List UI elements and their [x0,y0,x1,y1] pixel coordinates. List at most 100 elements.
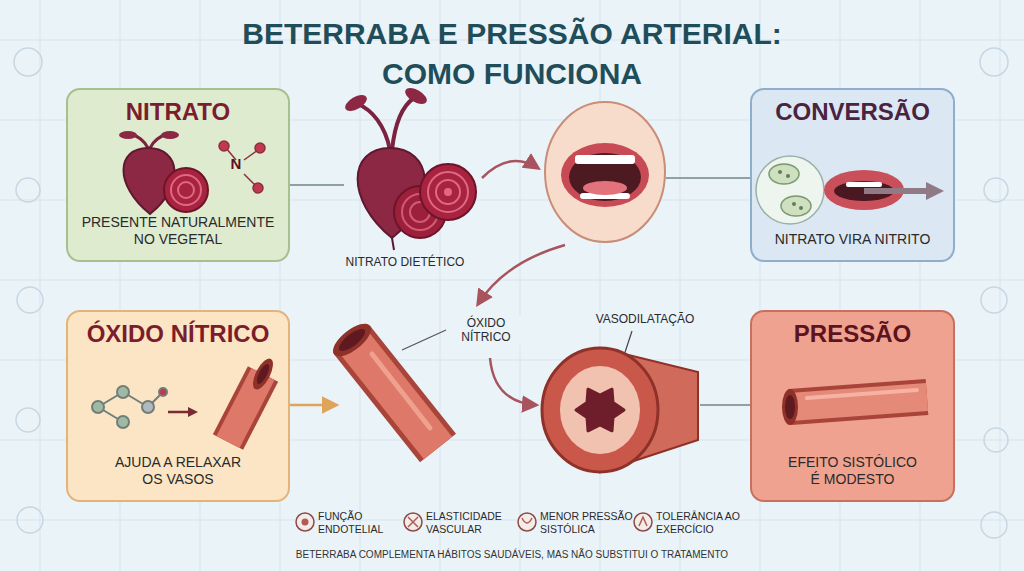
side-decor [14,48,42,76]
bacteria-icon [792,202,796,206]
bacteria-icon [756,156,824,224]
beet-illustration [444,188,452,196]
arrow-icon [168,411,190,414]
legend-icons [522,518,532,523]
molecule-icon [219,141,229,151]
beet-drawing [119,131,137,139]
benefit-label: TOLERÂNCIA AO EXERCÍCIO [656,510,748,535]
molecule-icon [92,401,104,413]
mouth-illustration [569,153,641,201]
box-text: PRESENTE NATURALMENTE NO VEGETAL [78,214,278,248]
mouth-illustration [545,102,665,242]
vessel-illustration [352,340,438,448]
mouth-illustration [545,102,665,242]
legend-icons [639,517,647,526]
molecule-icon [117,386,129,398]
beet-illustration [420,164,476,220]
bacteria-icon [756,156,824,224]
side-decor [984,178,1008,202]
vessel-illustration [328,318,376,362]
grid-lines [360,0,361,571]
legend-icons [408,517,418,527]
box-heading: PRESSÃO [794,320,911,349]
beet-illustration [428,172,468,212]
info-box: ÓXIDO NÍTRICO AJUDA A RELAXAR OS VASOS [66,310,290,502]
connector-lines [482,161,538,178]
side-decor [17,287,43,313]
beet-drawing [119,131,208,214]
beet-illustration [358,104,390,150]
legend-icons [404,513,422,531]
benefit-label: FUNÇÃO ENDOTELIAL [318,510,410,535]
benefit-label: ELASTICIDADE VASCULAR [426,510,522,535]
box-heading: NITRATO [126,98,230,127]
legend-icons [296,513,314,531]
grid-lines [0,280,1024,281]
molecule-icon [255,143,265,153]
atom-symbol: N [226,155,246,173]
picture-label: ÓXIDO NÍTRICO [448,316,524,345]
side-decor [981,512,1007,538]
bacteria-icon [786,174,790,178]
connector-lines [490,358,536,405]
dilated-vessel [542,348,658,472]
mouth-illustration [575,155,635,164]
info-box: NITRATO PRESENTE NATURALMENTE NO VEGETAL [66,88,290,262]
vessel-tube [228,356,277,442]
molecule-icon [117,416,129,428]
beet-illustration [343,92,370,114]
info-box: PRESSÃO EFEITO SISTÓLICO É MODESTO [750,310,955,502]
mouth-illustration [561,143,649,207]
grid-lines [1000,0,1001,571]
vessel-illustration [328,318,438,448]
beet-drawing [161,131,179,139]
side-decor [981,287,1007,313]
picture-label: VASODILATAÇÃO [585,312,705,326]
info-box: CONVERSÃONITRATO VIRA NITRITO [750,88,955,262]
diagram-title: BETERRABA E PRESSÃO ARTERIAL: COMO FUNCI… [202,14,822,94]
box-text: AJUDA A RELAXAR OS VASOS [103,454,253,488]
vessel-tube [782,389,927,425]
connector-lines [666,177,750,179]
vessel-illustration [336,325,369,354]
vessel-illustration [372,354,430,428]
beet-drawing [178,182,194,198]
molecule-icon [219,141,265,193]
beet-illustration [392,98,414,150]
lips-icon [846,182,882,187]
arrow-icon [926,182,944,200]
box-text: NITRATO VIRA NITRITO [775,231,931,248]
footer-caption: BETERRABA COMPLEMENTA HÁBITOS SAUDÁVEIS,… [0,549,1024,560]
side-decor [16,408,40,432]
beet-drawing [171,175,201,205]
vessel-tube [807,390,917,398]
grid-lines [680,0,681,571]
box-text: EFEITO SISTÓLICO É MODESTO [785,454,921,488]
vessel-tube [785,395,795,419]
benefit-label: MENOR PRESSÃO SISTÓLICA [540,510,638,535]
beet-drawing [164,168,208,212]
dilated-vessel [576,389,624,431]
bacteria-icon [778,170,782,174]
legend-icons [634,513,652,531]
connector-lines [402,330,446,350]
vessel-illustration [352,340,438,448]
grid-lines [40,0,41,571]
beet-illustration [343,85,476,250]
side-decor [984,428,1008,452]
picture-label: NITRATO DIETÉTICO [330,255,480,269]
side-decor [16,178,40,202]
molecule-icon [142,401,154,413]
arrow-icon [168,407,198,417]
side-decor [17,507,43,533]
side-decor [980,48,1008,76]
vessel-tube [782,389,798,425]
bacteria-icon [799,206,803,210]
legend-icons [518,513,536,531]
box-heading: ÓXIDO NÍTRICO [87,320,270,349]
beet-illustration [436,180,460,204]
connector-lines [290,184,344,186]
